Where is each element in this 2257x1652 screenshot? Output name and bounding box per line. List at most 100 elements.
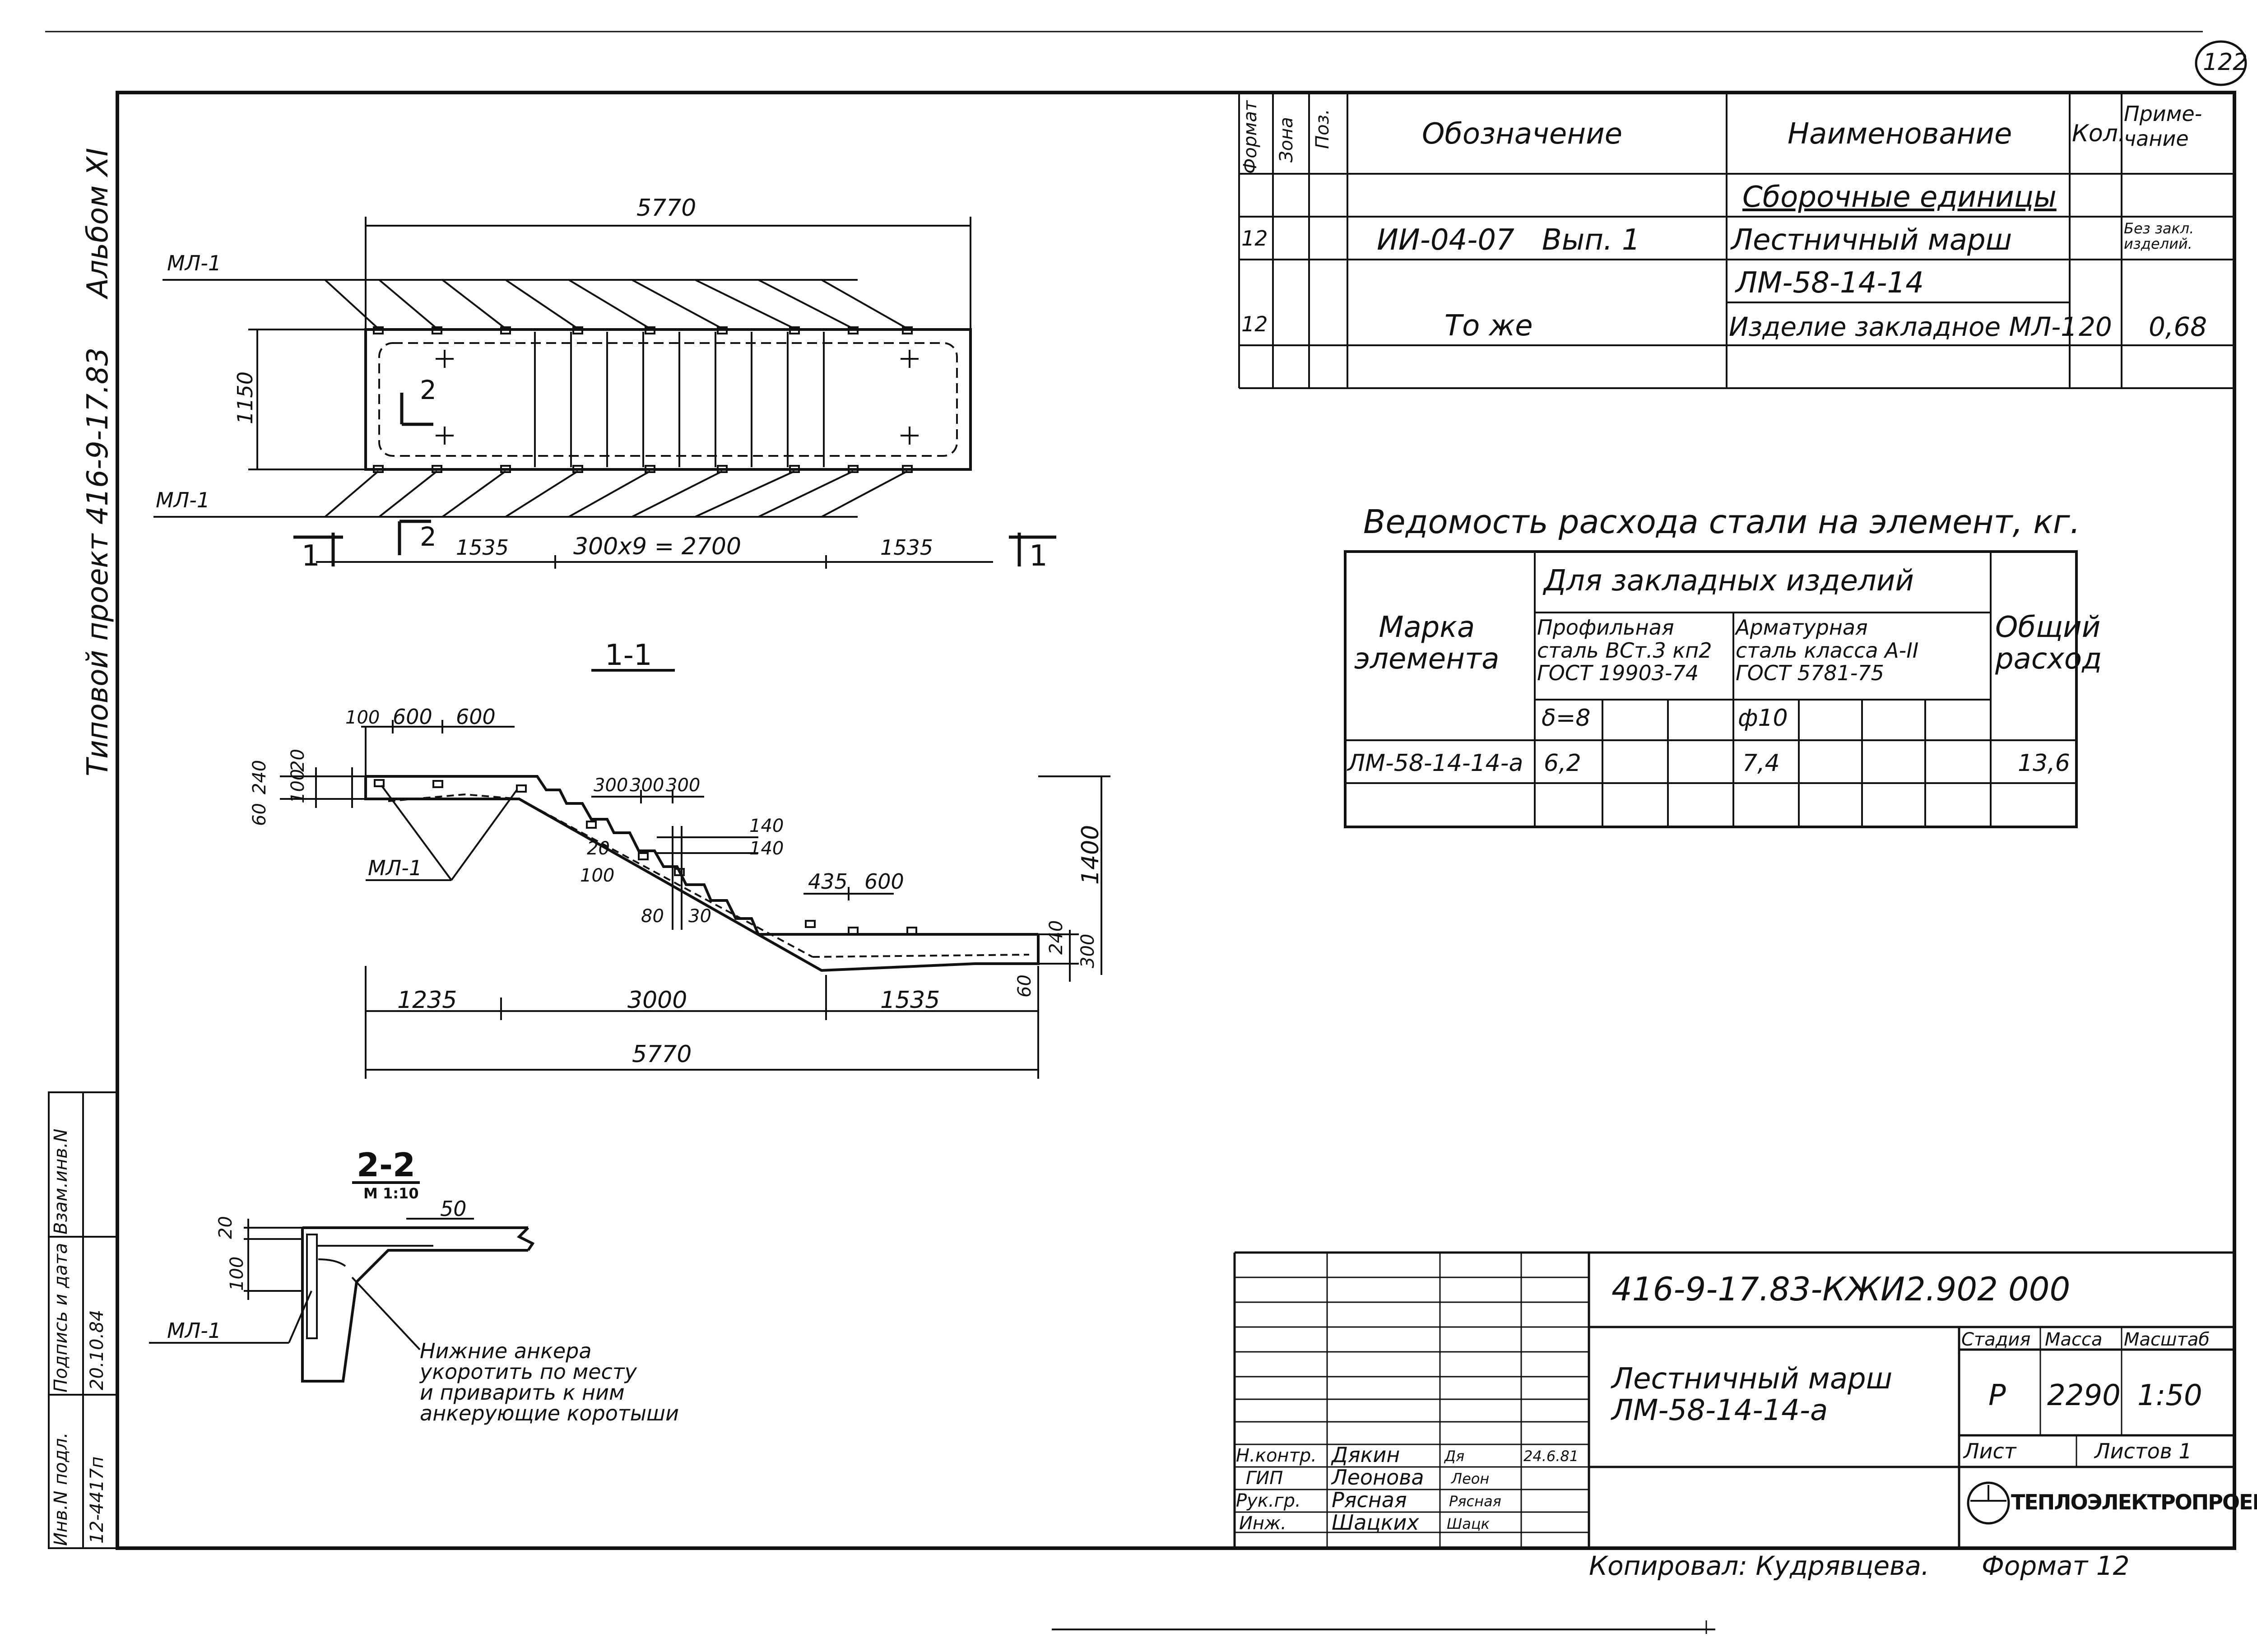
mass-value: 2290 <box>2047 1379 2121 1412</box>
sec1-top-dim-2: 600 <box>393 705 432 729</box>
spec-header-designation: Обозначение <box>1422 117 1623 151</box>
spec-header-qty: Кол. <box>2072 120 2126 147</box>
sign-mark-2: Леон <box>1451 1470 1490 1487</box>
spec-row-4-format: 12 <box>1241 312 1268 336</box>
spec-row-4-designation: То же <box>1444 309 1533 343</box>
steel-row-v2: 7,4 <box>1742 750 1780 777</box>
steel-table-title: Ведомость расхода стали на элемент, кг. <box>1363 503 2081 541</box>
format-label: Формат 12 <box>1982 1550 2130 1581</box>
section-mark-left: 1 <box>302 539 320 573</box>
sec1-mid-dim-6: 30 <box>688 906 711 927</box>
album-side: Альбом XI <box>81 148 115 298</box>
sign-name-4: Шацких <box>1332 1510 1419 1535</box>
stamp-label-replace: Взам.инв.N <box>51 1128 71 1234</box>
sec1-right-dim-3: 300 <box>1077 933 1098 968</box>
section2-mark-top: 2 <box>420 375 437 405</box>
spec-row-2-note: Без закл. изделий. <box>2124 220 2194 252</box>
sheets-label: Листов 1 <box>2094 1439 2192 1463</box>
spec-header-pos: Поз. <box>1312 109 1333 149</box>
sign-role-2: ГИП <box>1246 1468 1283 1489</box>
spec-header-name: Наименование <box>1788 117 2012 151</box>
stage-label: Стадия <box>1961 1329 2031 1350</box>
sec1-top-dim-1: 100 <box>345 707 380 728</box>
steel-sub1-item: δ=8 <box>1542 705 1591 732</box>
scale-value: 1:50 <box>2137 1379 2202 1412</box>
sign-role-1: Н.контр. <box>1236 1445 1317 1466</box>
sec1-bottom-dim-1: 1235 <box>397 987 457 1014</box>
stamp-value-date: 20.10.84 <box>87 1309 107 1390</box>
section-mark-right: 1 <box>1029 539 1048 573</box>
plan-overall-dim: 5770 <box>636 195 697 222</box>
spec-header-note: Приме- чание <box>2124 102 2202 151</box>
steel-sub2: Арматурная сталь класса А-II ГОСТ 5781-7… <box>1736 615 1919 686</box>
doc-code: 416-9-17.83-КЖИ2.902 000 <box>1611 1270 2071 1308</box>
sec2-note: Нижние анкера укоротить по месту и прива… <box>420 1339 679 1425</box>
plan-mid-seg: 300х9 = 2700 <box>573 533 742 560</box>
plan-width-dim: 1150 <box>233 371 257 424</box>
sec1-mid-dim-3: 20 <box>587 838 610 859</box>
spec-row-4-qty: 20 <box>2079 311 2112 342</box>
sign-role-3: Рук.гр. <box>1236 1490 1301 1511</box>
steel-group-header: Для закладных изделий <box>1544 564 1914 598</box>
sec1-embed-label: МЛ-1 <box>368 856 423 880</box>
sec2-embed-label: МЛ-1 <box>167 1318 222 1343</box>
project-code-side: Типовой проект 416-9-17.83 <box>81 347 115 776</box>
doc-name: Лестничный марш ЛМ-58-14-14-а <box>1611 1362 1893 1428</box>
steel-row-total: 13,6 <box>2018 750 2070 777</box>
stage-value: Р <box>1988 1379 2006 1412</box>
section-1-title: 1-1 <box>605 639 652 672</box>
sec1-left-dim-2: 60 <box>249 803 270 826</box>
sec1-mid-dim-5: 80 <box>641 906 664 927</box>
sec1-lower-dim-1: 435 <box>808 869 848 894</box>
spec-row-4-name: Изделие закладное МЛ-1 <box>1729 311 2078 342</box>
sec1-step-dim-3: 300 <box>666 775 701 796</box>
sign-name-3: Рясная <box>1332 1488 1407 1512</box>
stamp-value-inv: 12-4417п <box>87 1456 107 1544</box>
stamp-label-sign: Подпись и дата <box>51 1243 71 1392</box>
sign-name-2: Леонова <box>1332 1465 1424 1490</box>
spec-header-zone: Зона <box>1276 117 1297 162</box>
spec-row-2-name: Лестничный марш <box>1731 223 2012 257</box>
sign-date-1: 24.6.81 <box>1523 1448 1579 1465</box>
scale-label: Масштаб <box>2124 1329 2210 1350</box>
steel-sub2-item: ф10 <box>1738 705 1788 732</box>
plan-embed-label-bottom: МЛ-1 <box>156 488 210 512</box>
sec1-mid-dim-4: 100 <box>580 865 615 886</box>
sec1-right-dim-1: 1400 <box>1077 825 1104 885</box>
sec1-overall-dim: 5770 <box>632 1041 692 1068</box>
sec2-dim-3: 50 <box>440 1197 467 1221</box>
section2-mark-bottom: 2 <box>420 521 437 552</box>
sec1-left-dim-4: 100 <box>288 769 308 803</box>
sec1-left-dim-1: 240 <box>249 760 270 794</box>
plan-left-seg: 1535 <box>456 535 509 560</box>
sign-mark-1: Дя <box>1444 1448 1465 1465</box>
page-number: 122 <box>2203 49 2248 76</box>
section-2-title: 2-2 <box>357 1146 416 1184</box>
spec-row-3-name: ЛМ-58-14-14 <box>1736 266 1924 300</box>
steel-col-total: Общий расход <box>1995 611 2102 676</box>
sec1-step-dim-1: 300 <box>594 775 628 796</box>
sec2-dim-1: 20 <box>215 1216 236 1239</box>
stamp-label-inv: Инв.N подл. <box>51 1432 71 1546</box>
section-2-scale: М 1:10 <box>363 1185 419 1202</box>
org-name: ТЕПЛОЭЛЕКТРОПРОЕКТ <box>2011 1490 2257 1514</box>
sec1-top-dim-3: 600 <box>456 705 496 729</box>
spec-row-4-note: 0,68 <box>2149 311 2207 342</box>
sec1-lower-dim-2: 600 <box>864 869 904 894</box>
steel-col-mark: Марка элемента <box>1354 611 1500 676</box>
sec1-bottom-dim-2: 3000 <box>627 987 687 1014</box>
plan-right-seg: 1535 <box>880 535 933 560</box>
sign-name-1: Дякин <box>1332 1443 1400 1467</box>
sec1-step-dim-2: 300 <box>630 775 664 796</box>
sec1-right-dim-4: 60 <box>1014 974 1035 998</box>
sign-mark-4: Шацк <box>1447 1515 1490 1532</box>
sec1-bottom-dim-3: 1535 <box>880 987 940 1014</box>
plan-embed-label-top: МЛ-1 <box>167 251 222 275</box>
steel-row-mark: ЛМ-58-14-14-а <box>1347 750 1523 777</box>
sheet-label: Лист <box>1964 1439 2016 1463</box>
steel-sub1: Профильная сталь ВСт.3 кп2 ГОСТ 19903-74 <box>1537 615 1712 686</box>
spec-row-2-format: 12 <box>1241 226 1268 251</box>
sec1-right-dim-2: 240 <box>1046 920 1067 955</box>
copied-by: Копировал: Кудрявцева. <box>1589 1550 1930 1581</box>
sec1-left-dim-3: 20 <box>288 749 308 772</box>
